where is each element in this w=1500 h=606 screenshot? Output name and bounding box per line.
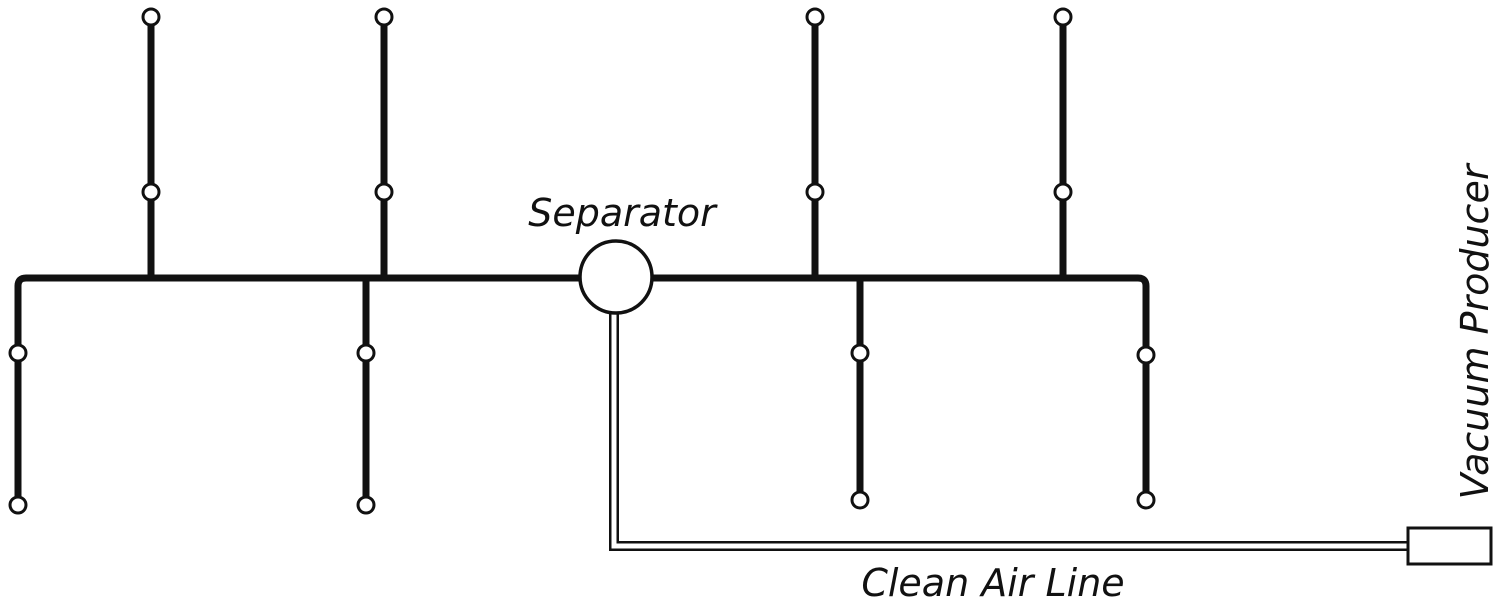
outlet (850, 490, 870, 510)
outlet (374, 7, 394, 27)
outlet (1053, 182, 1073, 202)
outlet (1136, 490, 1156, 510)
upward-branches (147, 22, 1067, 282)
outlet (356, 343, 376, 363)
outlet (1053, 7, 1073, 27)
separator-circle (578, 239, 654, 315)
outlet (8, 343, 28, 363)
outlet (850, 343, 870, 363)
outlet (356, 495, 376, 515)
outlets (8, 7, 1156, 515)
outlet (141, 7, 161, 27)
outlet (141, 182, 161, 202)
outlet (374, 182, 394, 202)
outlet (805, 182, 825, 202)
outlet (8, 495, 28, 515)
downward-branches (14, 274, 1150, 500)
vacuum-producer-label: Vacuum Producer (1453, 162, 1497, 499)
outlet (1136, 345, 1156, 365)
outlet (805, 7, 825, 27)
main-pipe (14, 274, 1150, 360)
separator-label: Separator (528, 191, 718, 235)
vacuum-producer-box (1406, 526, 1493, 566)
clean-air-line-label: Clean Air Line (861, 561, 1124, 605)
clean-air-line (609, 312, 1410, 551)
